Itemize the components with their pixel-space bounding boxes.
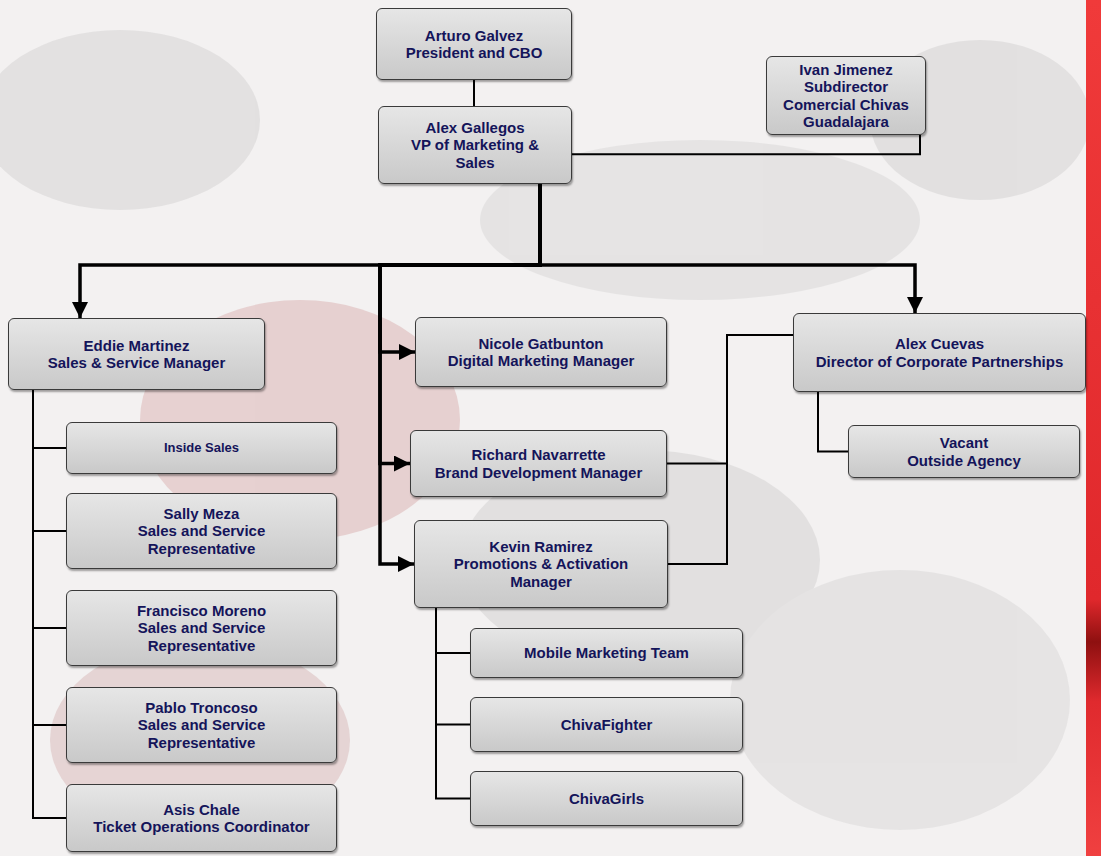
job-title: Sales and Service Representative: [83, 716, 320, 751]
connector-line: [473, 80, 475, 106]
job-title: Ticket Operations Coordinator: [93, 818, 309, 835]
job-title: Promotions & Activation Manager: [431, 555, 651, 590]
connector-line: [818, 392, 848, 452]
unit-name: Inside Sales: [164, 441, 239, 456]
org-box: Nicole GatbuntonDigital Marketing Manage…: [415, 317, 667, 387]
person-name: Arturo Galvez: [425, 27, 523, 44]
job-title: Director of Corporate Partnerships: [816, 353, 1064, 370]
person-name: Asis Chale: [163, 801, 240, 818]
side-bar: [1086, 0, 1101, 856]
connector-line: [667, 335, 793, 464]
job-title: Digital Marketing Manager: [448, 352, 635, 369]
person-name: Sally Meza: [164, 505, 240, 522]
org-box: Mobile Marketing Team: [470, 628, 743, 678]
person-name: Ivan Jimenez: [799, 61, 892, 78]
job-title: Sales and Service Representative: [83, 522, 320, 557]
unit-name: ChivaGirls: [569, 790, 644, 807]
job-title: VP of Marketing & Sales: [395, 136, 555, 171]
org-box: Francisco MorenoSales and Service Repres…: [66, 590, 337, 666]
person-name: Richard Navarrette: [471, 446, 605, 463]
org-box: Sally MezaSales and Service Representati…: [66, 493, 337, 569]
job-title: Sales and Service Representative: [83, 619, 320, 654]
connector-line: [33, 390, 66, 531]
person-name: Nicole Gatbunton: [479, 335, 604, 352]
org-box: ChivaGirls: [470, 771, 743, 826]
crowd-photo: [0, 30, 1090, 840]
connector-line: [33, 390, 66, 448]
person-name: Pablo Troncoso: [145, 699, 258, 716]
job-title: Brand Development Manager: [435, 464, 643, 481]
org-box: Alex CuevasDirector of Corporate Partner…: [793, 313, 1086, 392]
job-title: President and CBO: [406, 44, 543, 61]
person-name: Eddie Martinez: [84, 337, 190, 354]
person-name: Alex Gallegos: [425, 119, 524, 136]
org-box: Ivan JimenezSubdirector Comercial Chivas…: [766, 56, 926, 135]
job-title: Sales & Service Manager: [48, 354, 226, 371]
org-box: Asis ChaleTicket Operations Coordinator: [66, 784, 337, 852]
person-name: Alex Cuevas: [895, 335, 984, 352]
job-title: Subdirector Comercial Chivas Guadalajara: [783, 78, 909, 130]
connector-line: [540, 184, 915, 313]
connector-line: [33, 390, 66, 818]
org-box: VacantOutside Agency: [848, 425, 1080, 478]
org-box: Inside Sales: [66, 422, 337, 474]
connector-line: [572, 135, 920, 154]
person-name: Francisco Moreno: [137, 602, 266, 619]
connector-line: [436, 608, 470, 799]
org-box: Alex GallegosVP of Marketing & Sales: [378, 106, 572, 184]
org-box: Arturo GalvezPresident and CBO: [376, 8, 572, 80]
unit-name: Mobile Marketing Team: [524, 644, 689, 661]
org-box: Pablo TroncosoSales and Service Represen…: [66, 687, 337, 763]
connector-line: [33, 390, 66, 725]
connector-line: [33, 390, 66, 628]
unit-name: ChivaFighter: [561, 716, 653, 733]
person-name: Kevin Ramirez: [489, 538, 592, 555]
job-title: Outside Agency: [907, 452, 1021, 469]
connector-line: [436, 608, 470, 725]
connector-line: [80, 184, 540, 318]
person-name: Vacant: [940, 434, 988, 451]
connector-line: [668, 335, 793, 564]
org-box: Kevin RamirezPromotions & Activation Man…: [414, 520, 668, 608]
connector-line: [436, 608, 470, 653]
org-box: Eddie MartinezSales & Service Manager: [8, 318, 265, 390]
org-box: Richard NavarretteBrand Development Mana…: [410, 430, 667, 497]
org-box: ChivaFighter: [470, 697, 743, 752]
